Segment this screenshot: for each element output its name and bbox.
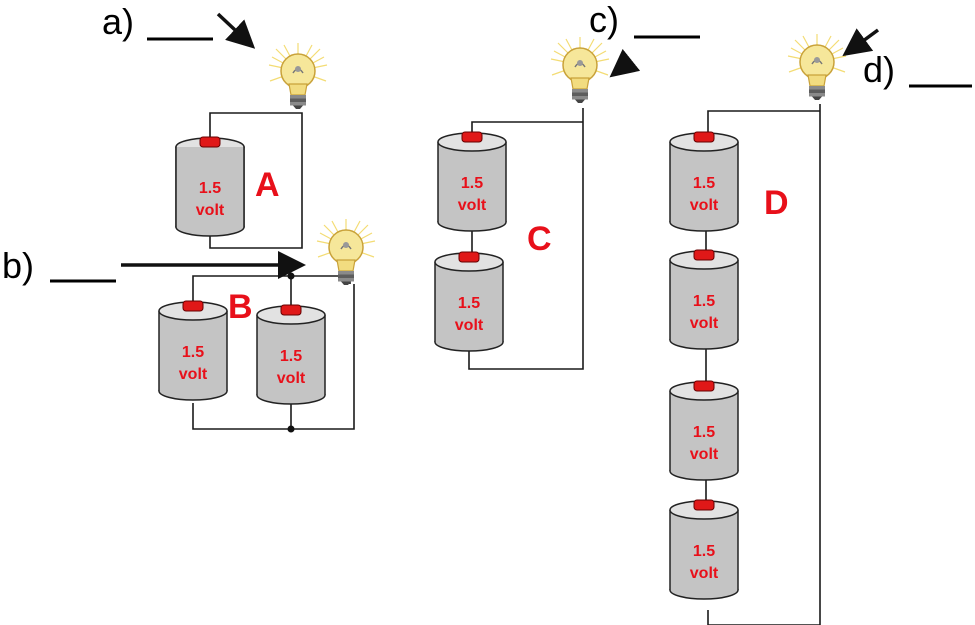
battery-icon: 1.5 volt <box>158 300 228 401</box>
question-a: a) <box>102 1 256 49</box>
wire-a <box>209 112 303 249</box>
battery-voltage: 1.5 <box>461 175 483 192</box>
junction-dot <box>287 425 295 433</box>
question-label-d: d) <box>863 49 895 90</box>
arrow-icon <box>609 48 641 78</box>
circuit-label-c: C <box>527 220 552 258</box>
battery-unit: volt <box>196 202 225 219</box>
battery-unit: volt <box>690 565 719 582</box>
circuit-label-b: B <box>228 288 253 326</box>
arrow-icon <box>216 12 256 49</box>
circuit-b: 1.5 volt 1.5 volt B <box>158 218 376 433</box>
question-b: b) <box>2 245 306 286</box>
arrow-icon <box>842 28 880 57</box>
battery-icon: 1.5 volt <box>175 136 245 237</box>
battery-unit: volt <box>690 446 719 463</box>
battery-unit: volt <box>458 197 487 214</box>
circuit-c: 1.5 volt 1.5 volt C <box>434 36 610 370</box>
battery-voltage: 1.5 <box>280 348 302 365</box>
wire-d <box>705 104 821 625</box>
circuit-label-a: A <box>255 166 280 204</box>
battery-unit: volt <box>690 197 719 214</box>
battery-icon: 1.5 volt <box>434 251 504 352</box>
battery-voltage: 1.5 <box>693 543 715 560</box>
battery-voltage: 1.5 <box>693 293 715 310</box>
circuit-d: 1.5 volt 1.5 volt 1.5 volt <box>669 33 847 625</box>
battery-voltage: 1.5 <box>182 344 204 361</box>
question-label-a: a) <box>102 1 134 42</box>
battery-voltage: 1.5 <box>693 424 715 441</box>
light-bulb-icon <box>316 218 376 286</box>
battery-icon: 1.5 volt <box>669 249 739 350</box>
junction-dot <box>287 272 295 280</box>
question-c: c) <box>589 0 700 78</box>
battery-icon: 1.5 volt <box>256 304 326 405</box>
battery-unit: volt <box>179 366 208 383</box>
circuit-label-d: D <box>764 184 789 222</box>
battery-unit: volt <box>690 315 719 332</box>
battery-icon: 1.5 volt <box>437 131 507 232</box>
battery-unit: volt <box>277 370 306 387</box>
light-bulb-icon <box>550 36 610 104</box>
question-d: d) <box>842 28 972 90</box>
battery-icon: 1.5 volt <box>669 499 739 600</box>
circuit-a: 1.5 volt A <box>175 42 328 249</box>
battery-icon: 1.5 volt <box>669 380 739 481</box>
battery-voltage: 1.5 <box>199 180 221 197</box>
light-bulb-icon <box>268 42 328 110</box>
wire-b <box>192 275 355 430</box>
question-label-c: c) <box>589 0 619 40</box>
battery-icon: 1.5 volt <box>669 131 739 232</box>
battery-unit: volt <box>455 317 484 334</box>
light-bulb-icon <box>787 33 847 101</box>
battery-voltage: 1.5 <box>693 175 715 192</box>
battery-voltage: 1.5 <box>458 295 480 312</box>
question-label-b: b) <box>2 245 34 286</box>
